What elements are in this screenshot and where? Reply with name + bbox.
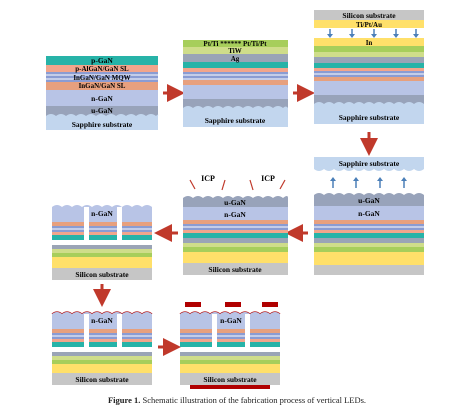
ingan-sl-label: InGaN/GaN SL bbox=[79, 82, 126, 90]
mqw-label: InGaN/GaN MQW bbox=[73, 74, 130, 82]
silicon-label: Silicon substrate bbox=[342, 11, 396, 20]
panel-4-laser-liftoff: Sapphire substrate u-GaN n-GaN bbox=[314, 157, 424, 275]
indium-label: In bbox=[366, 39, 373, 47]
icp-left-label: ICP bbox=[201, 174, 215, 183]
contact-label: Pt/Ti ****** Pt/Ti/Pt bbox=[203, 40, 267, 48]
n-gan-layer bbox=[52, 312, 152, 329]
p-gan-label: p-GaN bbox=[91, 56, 113, 65]
panel-2-metal-contacts: Pt/Ti ****** Pt/Ti/Pt TiW Ag Sapphire su… bbox=[183, 40, 288, 127]
panel-1-led-epitaxy: p-GaN p-AlGaN/GaN SL InGaN/GaN MQW InGaN… bbox=[46, 56, 159, 130]
n-electrode bbox=[225, 302, 241, 307]
substrate-label: Sapphire substrate bbox=[339, 113, 400, 122]
n-gan-label: n-GaN bbox=[220, 316, 242, 325]
p-algan-layer bbox=[46, 65, 158, 72]
u-gan-layer bbox=[183, 196, 288, 207]
p-electrode bbox=[190, 385, 270, 389]
caption-text: Schematic illustration of the fabricatio… bbox=[140, 395, 367, 405]
figure-caption: Figure 1. Schematic illustration of the … bbox=[0, 395, 474, 405]
silicon-substrate bbox=[314, 10, 424, 20]
silicon-substrate bbox=[52, 268, 152, 280]
ingan-sl-layer bbox=[46, 82, 158, 90]
ptti-contact-layer bbox=[183, 40, 288, 47]
sapphire-substrate bbox=[183, 106, 288, 127]
mesa-trench bbox=[84, 207, 89, 245]
p-gan-layer bbox=[46, 56, 158, 65]
u-gan-label: u-GaN bbox=[91, 106, 113, 115]
sapphire-substrate bbox=[314, 102, 424, 124]
panel-5-icp-etch: ICP ICP u-GaN n-GaN Silicon substrate bbox=[183, 174, 288, 275]
u-gan-label: u-GaN bbox=[358, 196, 380, 205]
n-gan-label: n-GaN bbox=[91, 316, 113, 325]
p-algan-label: p-AlGaN/GaN SL bbox=[75, 65, 129, 73]
ag-label: Ag bbox=[231, 55, 240, 63]
panel-3-wafer-bonding: Silicon substrate Ti/Pt/Au In Sapphire s… bbox=[314, 10, 424, 124]
n-gan-layer bbox=[52, 205, 152, 222]
u-gan-label: u-GaN bbox=[224, 198, 246, 207]
panel-7-passivation: n-GaN Silicon substrate bbox=[51, 311, 153, 385]
silicon-substrate bbox=[183, 263, 288, 275]
icp-right-label: ICP bbox=[261, 174, 275, 183]
silicon-label: Silicon substrate bbox=[75, 375, 129, 384]
panel-6-mesa-isolation: n-GaN Silicon substrate bbox=[52, 205, 152, 280]
mesa-trench bbox=[245, 314, 250, 352]
silicon-label: Silicon substrate bbox=[203, 375, 257, 384]
tiw-layer bbox=[183, 47, 288, 54]
n-gan-layer bbox=[180, 312, 280, 329]
n-gan-label: n-GaN bbox=[91, 209, 113, 218]
sapphire-substrate bbox=[314, 157, 424, 169]
panel-8-electrodes: n-GaN Silicon substrate bbox=[179, 302, 281, 389]
n-electrode bbox=[185, 302, 201, 307]
substrate-label: Sapphire substrate bbox=[339, 159, 400, 168]
metal-label: Ti/Pt/Au bbox=[356, 21, 382, 29]
mesa-trench bbox=[212, 314, 217, 352]
mesa-trench bbox=[84, 314, 89, 352]
silicon-label: Silicon substrate bbox=[75, 270, 129, 279]
n-electrode bbox=[262, 302, 278, 307]
n-gan-layer bbox=[183, 207, 288, 220]
n-gan-label: n-GaN bbox=[224, 210, 246, 219]
tiptau-layer bbox=[314, 20, 424, 28]
ag-layer bbox=[183, 54, 288, 62]
indium-layer bbox=[314, 38, 424, 46]
n-gan-layer bbox=[314, 206, 424, 220]
caption-label: Figure 1. bbox=[107, 395, 141, 405]
mesa-trench bbox=[117, 207, 122, 245]
substrate-label: Sapphire substrate bbox=[205, 116, 266, 125]
silicon-substrate bbox=[180, 373, 280, 385]
silicon-label: Silicon substrate bbox=[208, 265, 262, 274]
u-gan-layer bbox=[46, 106, 158, 116]
n-gan-label: n-GaN bbox=[91, 94, 113, 103]
tiw-label: TiW bbox=[228, 47, 242, 55]
u-gan-layer bbox=[314, 193, 424, 206]
silicon-substrate bbox=[52, 373, 152, 385]
n-gan-layer bbox=[46, 90, 158, 106]
substrate-label: Sapphire substrate bbox=[72, 120, 133, 129]
mesa-trench bbox=[117, 314, 122, 352]
sapphire-substrate bbox=[46, 114, 159, 130]
n-gan-label: n-GaN bbox=[358, 209, 380, 218]
